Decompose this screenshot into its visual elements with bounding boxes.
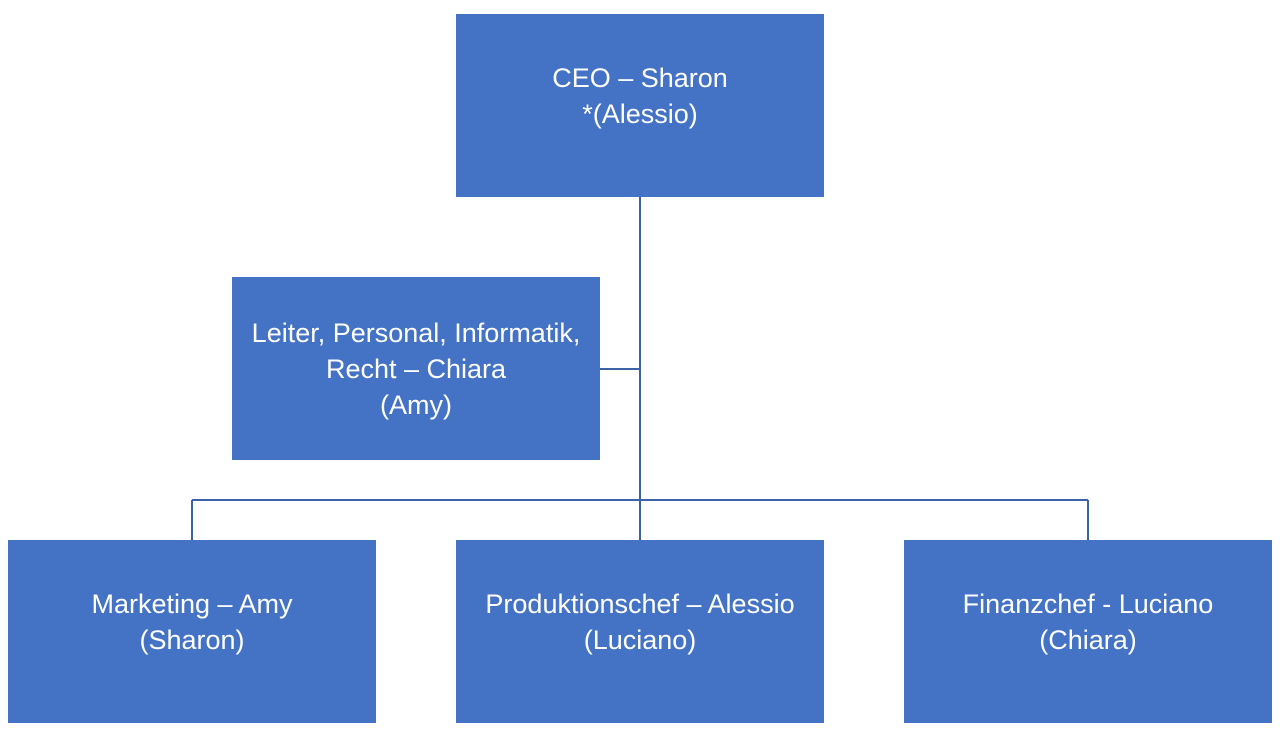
ceo-deputy: *(Alessio) [582, 98, 698, 129]
production-deputy: (Luciano) [583, 624, 697, 655]
marketing-text: Marketing – Amy (Sharon) [91, 586, 292, 658]
marketing-title: Marketing – Amy [91, 588, 293, 619]
finance-deputy: (Chiara) [1039, 624, 1137, 655]
ceo-box[interactable]: CEO – Sharon *(Alessio) [456, 14, 824, 197]
marketing-box[interactable]: Marketing – Amy (Sharon) [8, 540, 376, 723]
finance-text: Finanzchef - Luciano (Chiara) [963, 586, 1214, 658]
assistant-text: Leiter, Personal, Informatik, Recht – Ch… [252, 315, 581, 423]
production-title: Produktionschef – Alessio [485, 588, 795, 619]
ceo-text: CEO – Sharon *(Alessio) [552, 60, 728, 132]
assistant-title-line1: Leiter, Personal, Informatik, [251, 317, 581, 348]
finance-title: Finanzchef - Luciano [962, 588, 1214, 619]
production-box[interactable]: Produktionschef – Alessio (Luciano) [456, 540, 824, 723]
ceo-title: CEO – Sharon [552, 62, 728, 93]
marketing-deputy: (Sharon) [139, 624, 245, 655]
finance-box[interactable]: Finanzchef - Luciano (Chiara) [904, 540, 1272, 723]
assistant-deputy: (Amy) [380, 389, 452, 420]
assistant-box[interactable]: Leiter, Personal, Informatik, Recht – Ch… [232, 277, 600, 460]
production-text: Produktionschef – Alessio (Luciano) [485, 586, 794, 658]
assistant-title-line2: Recht – Chiara [325, 353, 507, 384]
